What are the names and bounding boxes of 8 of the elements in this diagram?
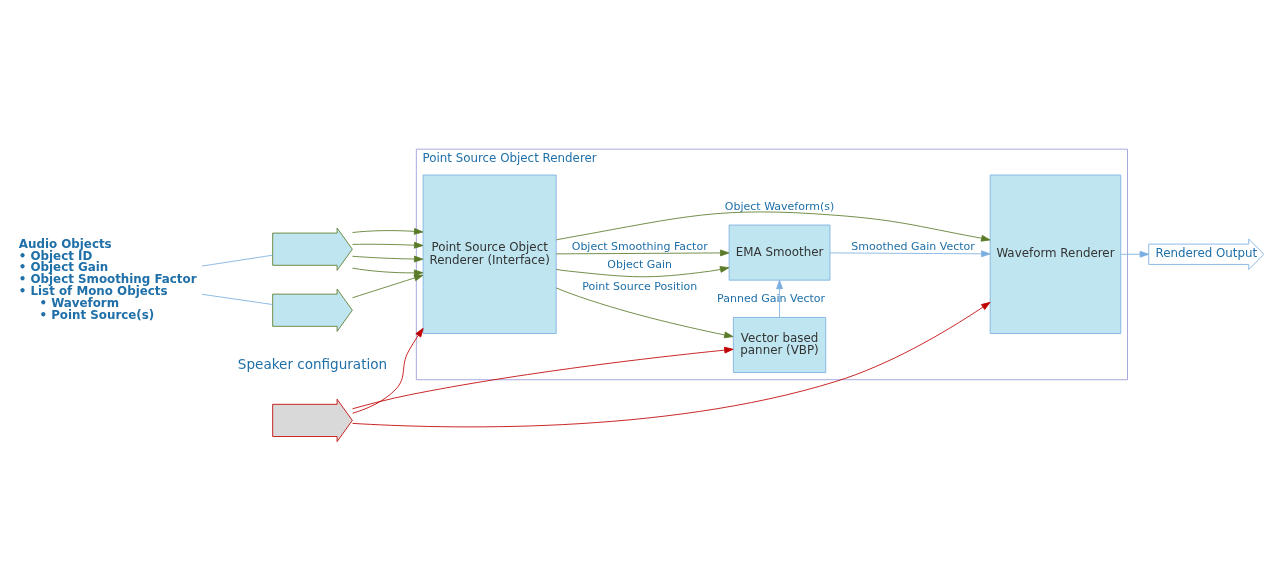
node-label: Speaker configuration: [237, 355, 388, 372]
edge-label: Panned Gain Vector: [717, 291, 826, 305]
node-text: Audio Objects • Object ID • Object Gain • Object Smoothing Factor • List of Mono Objects • Waveform • Point Source(s): [18, 236, 197, 322]
edge-label: Object Gain: [607, 257, 673, 271]
edge-label: Smoothed Gain Vector: [851, 239, 975, 253]
edge-label: Object Waveform(s): [724, 199, 835, 213]
edge-label: Object Smoothing Factor: [571, 239, 708, 253]
edge-label: Point Source Position: [582, 279, 698, 293]
